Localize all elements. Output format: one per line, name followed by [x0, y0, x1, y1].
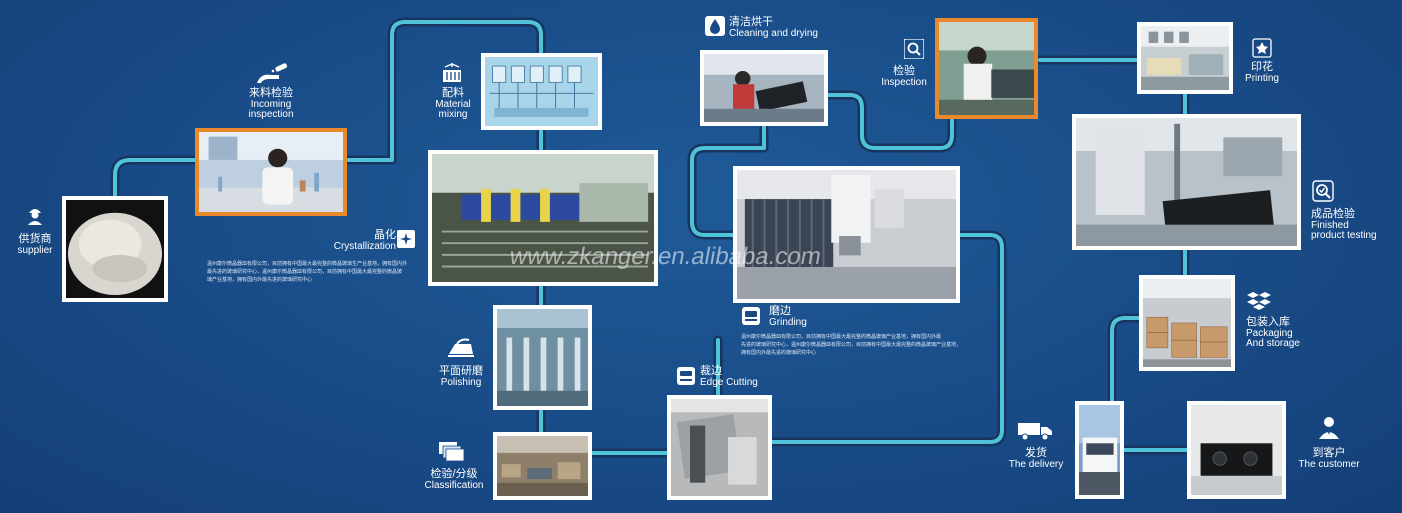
magnifier-icon	[904, 39, 924, 59]
material-label: 配料 Material mixing	[435, 87, 471, 121]
grinding-label: 磨边 Grinding	[769, 305, 807, 328]
cutter-icon	[676, 366, 696, 386]
crystallization-description: 温州康尔微晶器皿有限公司，目前拥有中国最大最完整的微晶玻璃生产业基地，拥有国内外…	[207, 261, 408, 283]
iron-icon	[447, 338, 475, 358]
worker-icon	[26, 205, 44, 225]
crystallization-photo	[428, 150, 658, 286]
crystallization-label: 晶化 Crystallization	[333, 229, 396, 252]
customer-photo	[1187, 401, 1286, 499]
edge-cutting-label: 裁边 Edge Cutting	[700, 365, 758, 388]
boxes-icon	[1247, 290, 1271, 312]
sparkle-box-icon	[396, 229, 416, 249]
printing-photo	[1137, 22, 1233, 94]
watermark: www.zkanger.en.alibaba.com	[507, 243, 824, 270]
edge-cutting-photo	[667, 395, 772, 500]
packaging-label: 包装入库 Packaging And storage	[1246, 316, 1300, 350]
print-icon	[1252, 38, 1272, 58]
droplet-icon	[705, 16, 725, 36]
finished-label: 成品检验 Finished product testing	[1311, 208, 1377, 242]
layers-icon	[437, 440, 465, 462]
person-icon	[1318, 415, 1340, 439]
polishing-label: 平面研磨 Polishing	[439, 365, 483, 388]
customer-label: 到客户 The customer	[1298, 447, 1360, 470]
grinding-description: 温州康尔微晶器皿有限公司，目前拥有中国最大最完整的微晶玻璃产业基地，拥有国内外最…	[741, 334, 962, 356]
inspection-label: 检验 Inspection	[881, 65, 927, 88]
supplier-photo	[62, 196, 168, 302]
packaging-storage-photo	[1139, 275, 1235, 371]
polishing-photo	[493, 305, 592, 410]
cleaning-drying-photo	[700, 50, 828, 126]
classification-photo	[493, 432, 592, 500]
delivery-photo	[1075, 401, 1124, 499]
grinder-icon	[741, 306, 761, 326]
material-mixing-photo	[481, 53, 602, 130]
grinding-photo	[733, 166, 960, 303]
incoming-label: 来料检验 Incoming inspection	[248, 87, 294, 121]
cleaning-label: 清洁烘干 Cleaning and drying	[729, 16, 818, 39]
container-icon	[441, 62, 463, 84]
search-check-icon	[1312, 180, 1334, 202]
hand-wash-icon	[255, 63, 289, 85]
inspection-photo	[935, 18, 1038, 119]
printing-label: 印花 Printing	[1245, 61, 1279, 84]
delivery-label: 发货 The delivery	[1008, 447, 1064, 470]
finished-testing-photo	[1072, 114, 1301, 250]
truck-icon	[1017, 421, 1053, 441]
incoming-inspection-photo	[195, 128, 347, 216]
classification-label: 检验/分级 Classification	[424, 468, 484, 491]
supplier-label: 供货商 supplier	[17, 233, 53, 256]
